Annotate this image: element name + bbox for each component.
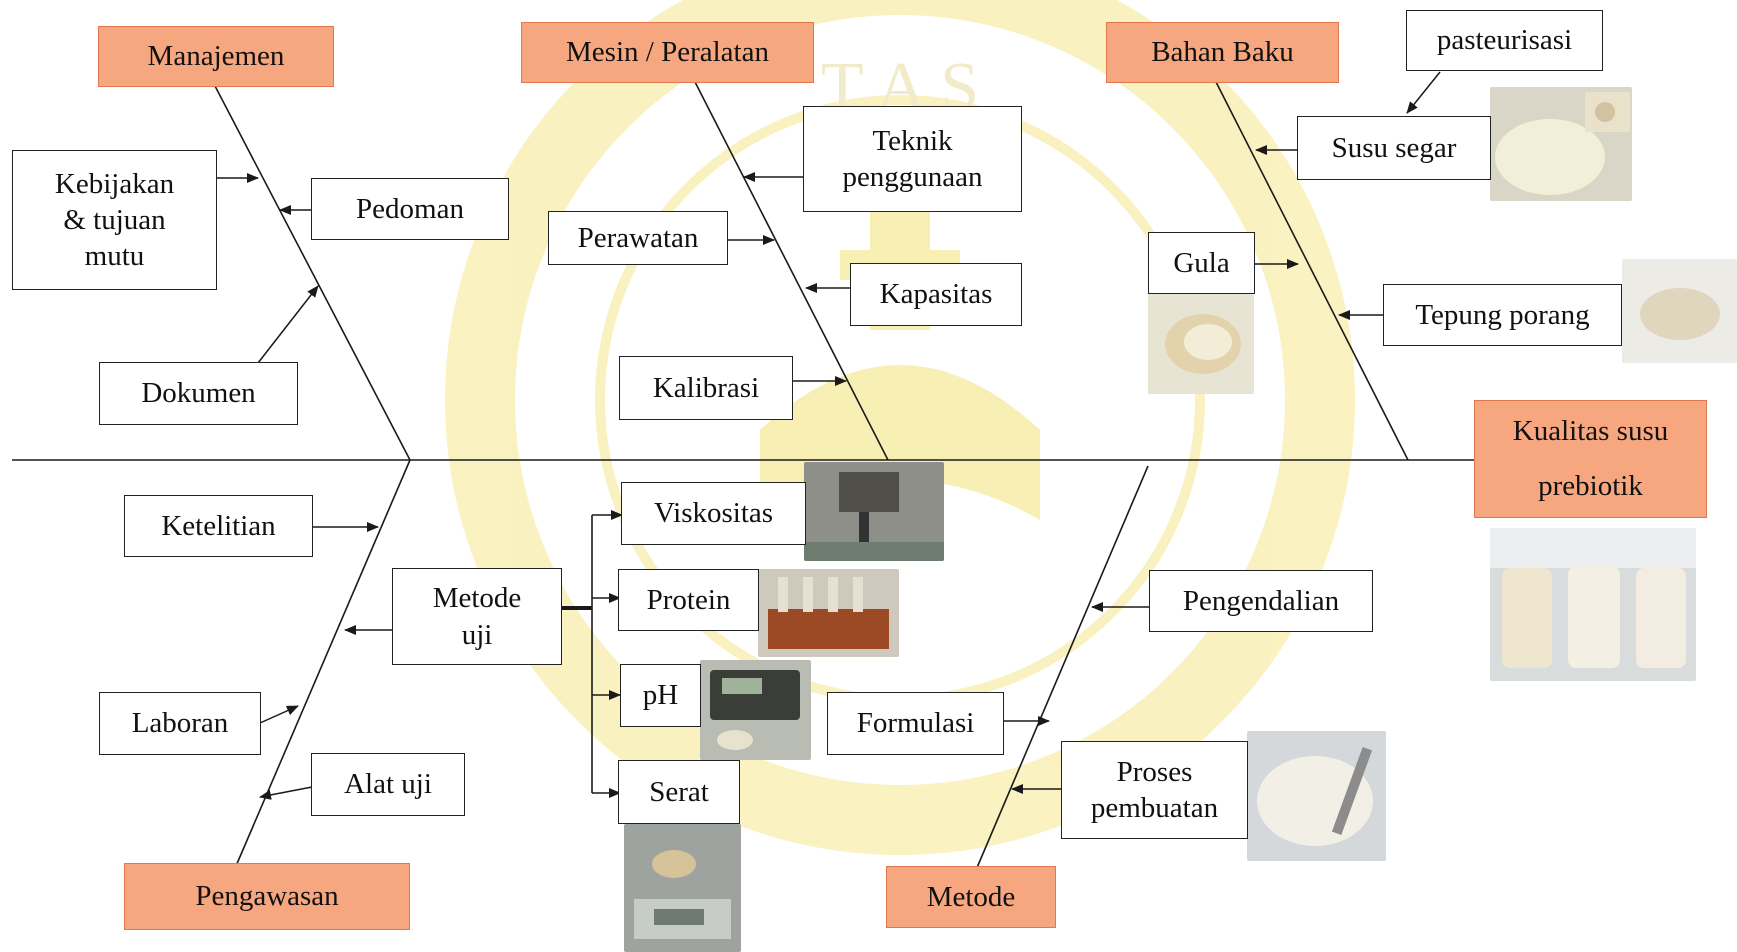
category-manajemen: Manajemen — [98, 26, 334, 87]
cause-susu-segar: Susu segar — [1297, 116, 1491, 180]
cause-serat: Serat — [618, 760, 740, 824]
bone-mesin — [693, 79, 889, 461]
photo-serat-scale — [624, 824, 741, 952]
photo-viskometer — [804, 462, 944, 561]
photo-protein-apparatus — [758, 569, 899, 657]
cause-kalibrasi: Kalibrasi — [619, 356, 793, 420]
arrow-dokumen — [257, 285, 319, 364]
arrow-laboran — [259, 705, 299, 724]
bone-manajemen — [214, 85, 411, 461]
cause-tepung-porang: Tepung porang — [1383, 284, 1622, 346]
cause-pedoman: Pedoman — [311, 178, 509, 240]
photo-tepung-porang — [1622, 259, 1737, 363]
cause-dokumen: Dokumen — [99, 362, 298, 425]
photo-ph-meter — [700, 660, 811, 760]
category-metode: Metode — [886, 866, 1056, 928]
bone-metode — [975, 465, 1149, 871]
cause-perawatan: Perawatan — [548, 211, 728, 265]
photo-proses-pembuatan — [1247, 731, 1386, 861]
cause-ph: pH — [620, 664, 701, 727]
category-mesin-peralatan: Mesin / Peralatan — [521, 22, 814, 83]
cause-teknik-penggunaan: Teknik penggunaan — [803, 106, 1022, 212]
cause-ketelitian: Ketelitian — [124, 495, 313, 557]
cause-pasteurisasi: pasteurisasi — [1406, 10, 1603, 71]
cause-viskositas: Viskositas — [621, 482, 806, 545]
cause-proses-pembuatan: Proses pembuatan — [1061, 741, 1248, 839]
photo-gula — [1148, 294, 1254, 394]
bone-bahan-baku — [1214, 79, 1409, 461]
cause-metode-uji: Metode uji — [392, 568, 562, 665]
cause-kebijakan-tujuan-mutu: Kebijakan & tujuan mutu — [12, 150, 217, 290]
arrow-alat-uji — [259, 786, 313, 800]
cause-kapasitas: Kapasitas — [850, 263, 1022, 326]
photo-kualitas-susu — [1490, 528, 1696, 681]
cause-gula: Gula — [1148, 232, 1255, 294]
arrow-pasteurisasi — [1406, 71, 1441, 114]
cause-alat-uji: Alat uji — [311, 753, 465, 816]
category-bahan-baku: Bahan Baku — [1106, 22, 1339, 83]
photo-susu-segar — [1490, 87, 1632, 201]
cause-formulasi: Formulasi — [827, 692, 1004, 755]
cause-pengendalian: Pengendalian — [1149, 570, 1373, 632]
category-pengawasan: Pengawasan — [124, 863, 410, 930]
effect-kualitas-susu-prebiotik: Kualitas susu prebiotik — [1474, 400, 1707, 518]
cause-protein: Protein — [618, 569, 759, 631]
cause-laboran: Laboran — [99, 692, 261, 755]
